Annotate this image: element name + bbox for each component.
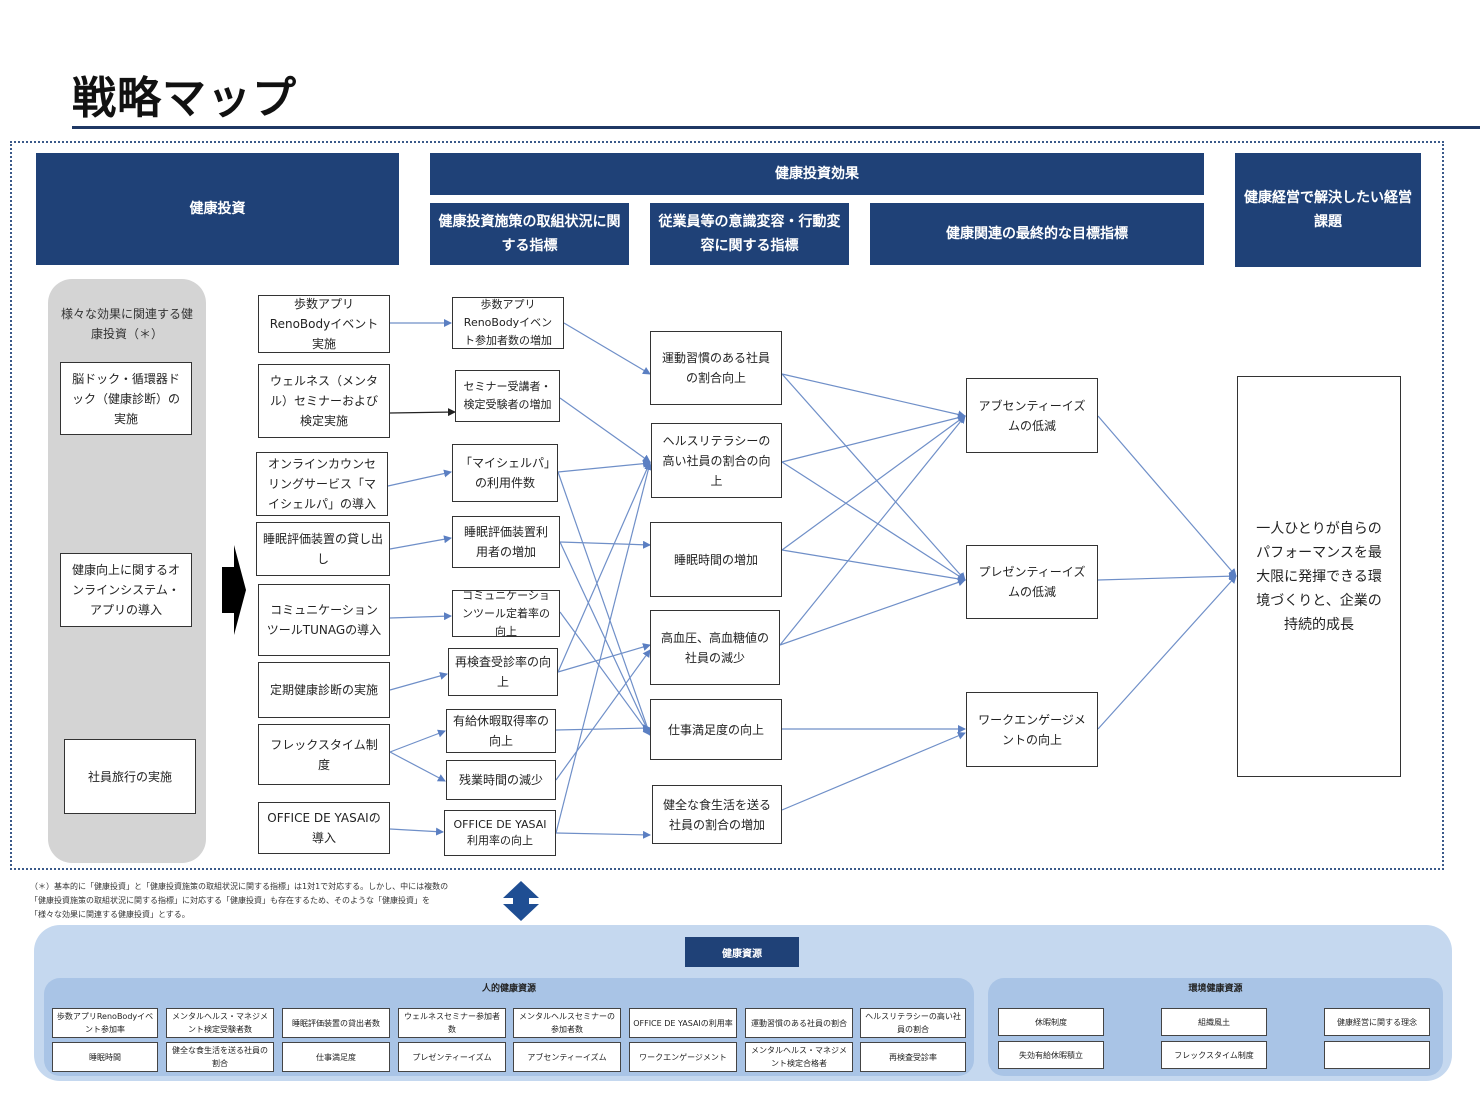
investment-sleep-device: 睡眠評価装置の貸し出し [256, 522, 390, 576]
goal-absenteeism: アブセンティーイズムの低減 [966, 378, 1098, 453]
title-underline [72, 126, 1480, 129]
human-resource-item: OFFICE DE YASAIの利用率 [629, 1008, 737, 1038]
human-resource-item: 再検査受診率 [860, 1042, 966, 1072]
investment-wellness-seminar: ウェルネス（メンタル）セミナーおよび検定実施 [258, 364, 390, 438]
header-investment: 健康投資 [36, 153, 399, 265]
investment-flextime: フレックスタイム制度 [258, 724, 390, 785]
human-resource-item: 運動習慣のある社員の割合 [745, 1008, 853, 1038]
behavior-sleep-time: 睡眠時間の増加 [650, 522, 782, 597]
environment-resource-item: 失効有給休暇積立 [998, 1041, 1104, 1069]
environment-resource-item-empty [1324, 1041, 1430, 1069]
environment-resources-title: 環境健康資源 [1188, 984, 1243, 994]
indicator-seminar-attendees: セミナー受講者・検定受験者の増加 [455, 370, 560, 422]
behavior-healthy-diet: 健全な食生活を送る社員の割合の増加 [652, 785, 782, 844]
human-resource-item: メンタルヘルス・マネジメント検定受験者数 [166, 1008, 274, 1038]
indicator-overtime-reduction: 残業時間の減少 [446, 760, 556, 800]
behavior-job-satisfaction: 仕事満足度の向上 [650, 699, 782, 760]
human-resources-title: 人的健康資源 [481, 984, 536, 994]
human-resource-item: アブセンティーイズム [513, 1042, 621, 1072]
gray-item-company-trip: 社員旅行の実施 [64, 739, 196, 814]
behavior-health-literacy: ヘルスリテラシーの高い社員の割合の向上 [651, 423, 782, 498]
investment-renobody-event: 歩数アプリRenoBodyイベント実施 [258, 295, 390, 353]
environment-resource-item: 健康経営に関する理念 [1324, 1008, 1430, 1036]
gray-item-online-system: 健康向上に関するオンラインシステム・アプリの導入 [60, 553, 192, 627]
header-effect: 健康投資効果 [430, 153, 1204, 195]
investment-office-de-yasai: OFFICE DE YASAIの導入 [258, 802, 390, 854]
large-right-arrow-icon [222, 545, 246, 635]
human-resource-item: メンタルヘルスセミナーの参加者数 [513, 1008, 621, 1038]
human-resource-item: ヘルスリテラシーの高い社員の割合 [860, 1008, 966, 1038]
page-title: 戦略マップ [72, 73, 297, 124]
human-resource-item: プレゼンティーイズム [398, 1042, 506, 1072]
header-effect-initiative: 健康投資施策の取組状況に関する指標 [430, 203, 629, 265]
gray-item-brain-dock: 脳ドック・循環器ドック（健康診断）の実施 [60, 362, 192, 435]
human-resource-item: ワークエンゲージメント [629, 1042, 737, 1072]
investment-health-checkup: 定期健康診断の実施 [258, 662, 390, 718]
indicator-tunag-adoption: コミュニケーションツール定着率の向上 [452, 589, 560, 638]
business-issue-box: 一人ひとりが自らのパフォーマンスを最大限に発揮できる環境づくりと、企業の持続的成… [1237, 376, 1401, 777]
human-resource-item: 歩数アプリRenoBodyイベント参加率 [52, 1008, 158, 1038]
footnote: （＊）基本的に「健康投資」と「健康投資施策の取組状況に関する指標」は1対1で対応… [30, 882, 449, 919]
human-resource-item: ウェルネスセミナー参加者数 [398, 1008, 506, 1038]
indicator-paid-leave-rate: 有給休暇取得率の向上 [446, 709, 556, 753]
related-investments-label: 様々な効果に関連する健康投資（＊） [60, 307, 193, 341]
indicator-mysherpa-usage: 「マイシェルパ」の利用件数 [452, 444, 558, 502]
indicator-office-de-yasai-usage: OFFICE DE YASAI利用率の向上 [444, 810, 556, 856]
investment-tunag: コミュニケーションツールTUNAGの導入 [258, 584, 390, 656]
header-business-issue: 健康経営で解決したい経営課題 [1235, 153, 1421, 267]
header-effect-goal: 健康関連の最終的な目標指標 [870, 203, 1204, 265]
investment-online-counseling: オンラインカウンセリングサービス「マイシェルパ」の導入 [256, 452, 388, 516]
human-resource-item: 睡眠時間 [52, 1042, 158, 1072]
goal-presenteeism: プレゼンティーイズムの低減 [966, 545, 1098, 619]
environment-resource-item: 休暇制度 [998, 1008, 1104, 1036]
goal-work-engagement: ワークエンゲージメントの向上 [966, 692, 1098, 767]
human-resource-item: 仕事満足度 [282, 1042, 390, 1072]
double-arrow-icon [503, 881, 539, 921]
indicator-reexam-rate: 再検査受診率の向上 [448, 648, 558, 696]
human-resource-item: 健全な食生活を送る社員の割合 [166, 1042, 274, 1072]
indicator-renobody-participants: 歩数アプリRenoBodyイベント参加者数の増加 [452, 297, 564, 349]
indicator-sleep-device-users: 睡眠評価装置利用者の増加 [452, 516, 560, 568]
human-resource-item: メンタルヘルス・マネジメント検定合格者 [745, 1042, 853, 1072]
human-resource-item: 睡眠評価装置の貸出者数 [282, 1008, 390, 1038]
behavior-exercise-habit: 運動習慣のある社員の割合向上 [650, 331, 782, 405]
environment-resource-item: 組織風土 [1161, 1008, 1267, 1036]
behavior-hypertension-reduction: 高血圧、高血糖値の社員の減少 [650, 610, 780, 685]
health-resources-title: 健康資源 [685, 937, 799, 967]
header-effect-behavior: 従業員等の意識変容・行動変容に関する指標 [650, 203, 849, 265]
strategy-map-frame [10, 141, 1444, 870]
environment-resource-item: フレックスタイム制度 [1161, 1041, 1267, 1069]
